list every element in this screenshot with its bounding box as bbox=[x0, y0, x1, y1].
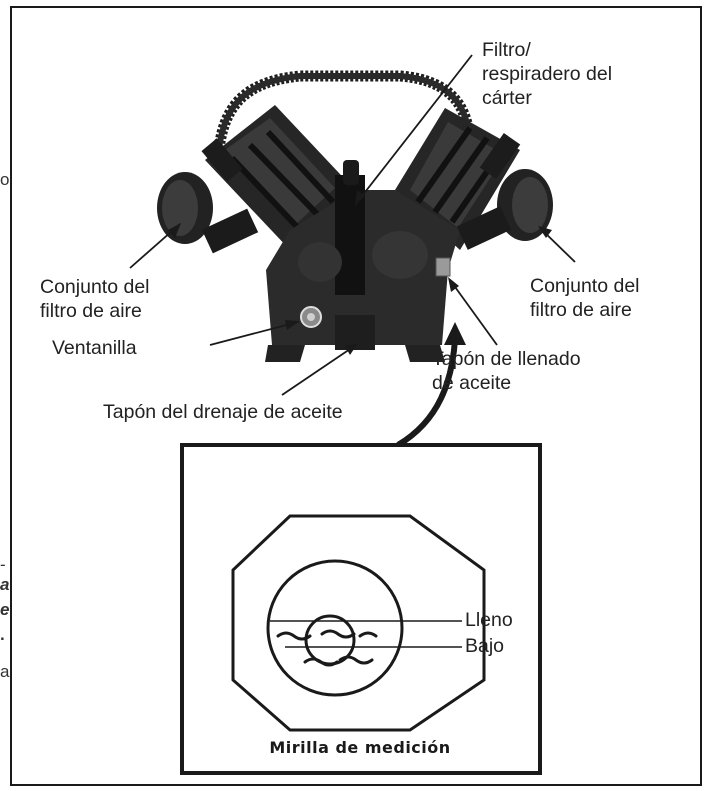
right-air-filter-label: Conjunto del filtro de aire bbox=[530, 275, 640, 321]
inset-pointer-arrow bbox=[396, 322, 466, 448]
oil-drain-plug-label: Tapón del drenaje de aceite bbox=[103, 401, 343, 423]
level-low-label: Bajo bbox=[465, 635, 505, 657]
margin-fragment: o bbox=[0, 170, 10, 189]
sight-glass-inset bbox=[180, 443, 542, 775]
margin-fragment: a bbox=[0, 575, 10, 594]
compressor-pump-image bbox=[157, 70, 553, 362]
oil-level-waves bbox=[276, 629, 378, 667]
crankcase-breather-label: Filtro/ respiradero del cárter bbox=[482, 39, 613, 109]
callout-arrows bbox=[129, 54, 576, 396]
margin-fragment: a bbox=[0, 662, 10, 681]
crankcase bbox=[265, 160, 460, 362]
margin-fragment: - bbox=[0, 555, 6, 574]
sight-window-arrow bbox=[209, 321, 299, 346]
margin-fragment: . bbox=[0, 625, 5, 644]
left-air-filter bbox=[157, 172, 259, 254]
fill-plug-arrow bbox=[449, 279, 498, 346]
sight-window-glass bbox=[300, 306, 322, 328]
oil-fill-plug-label: Tapón de llenado de aceite bbox=[432, 348, 581, 394]
inset-title: Mirilla de medición bbox=[269, 738, 451, 757]
right-air-filter bbox=[456, 169, 553, 250]
drain-plug-arrow bbox=[281, 344, 357, 396]
margin-fragment: e bbox=[0, 600, 10, 619]
breather-arrow bbox=[354, 54, 473, 206]
level-full-label: Lleno bbox=[465, 609, 513, 631]
sight-window-label: Ventanilla bbox=[52, 337, 137, 359]
right-cylinder bbox=[395, 108, 521, 250]
left-air-filter-label: Conjunto del filtro de aire bbox=[40, 276, 150, 322]
figure-frame bbox=[10, 6, 702, 786]
oil-fill-plug-part bbox=[435, 257, 451, 277]
